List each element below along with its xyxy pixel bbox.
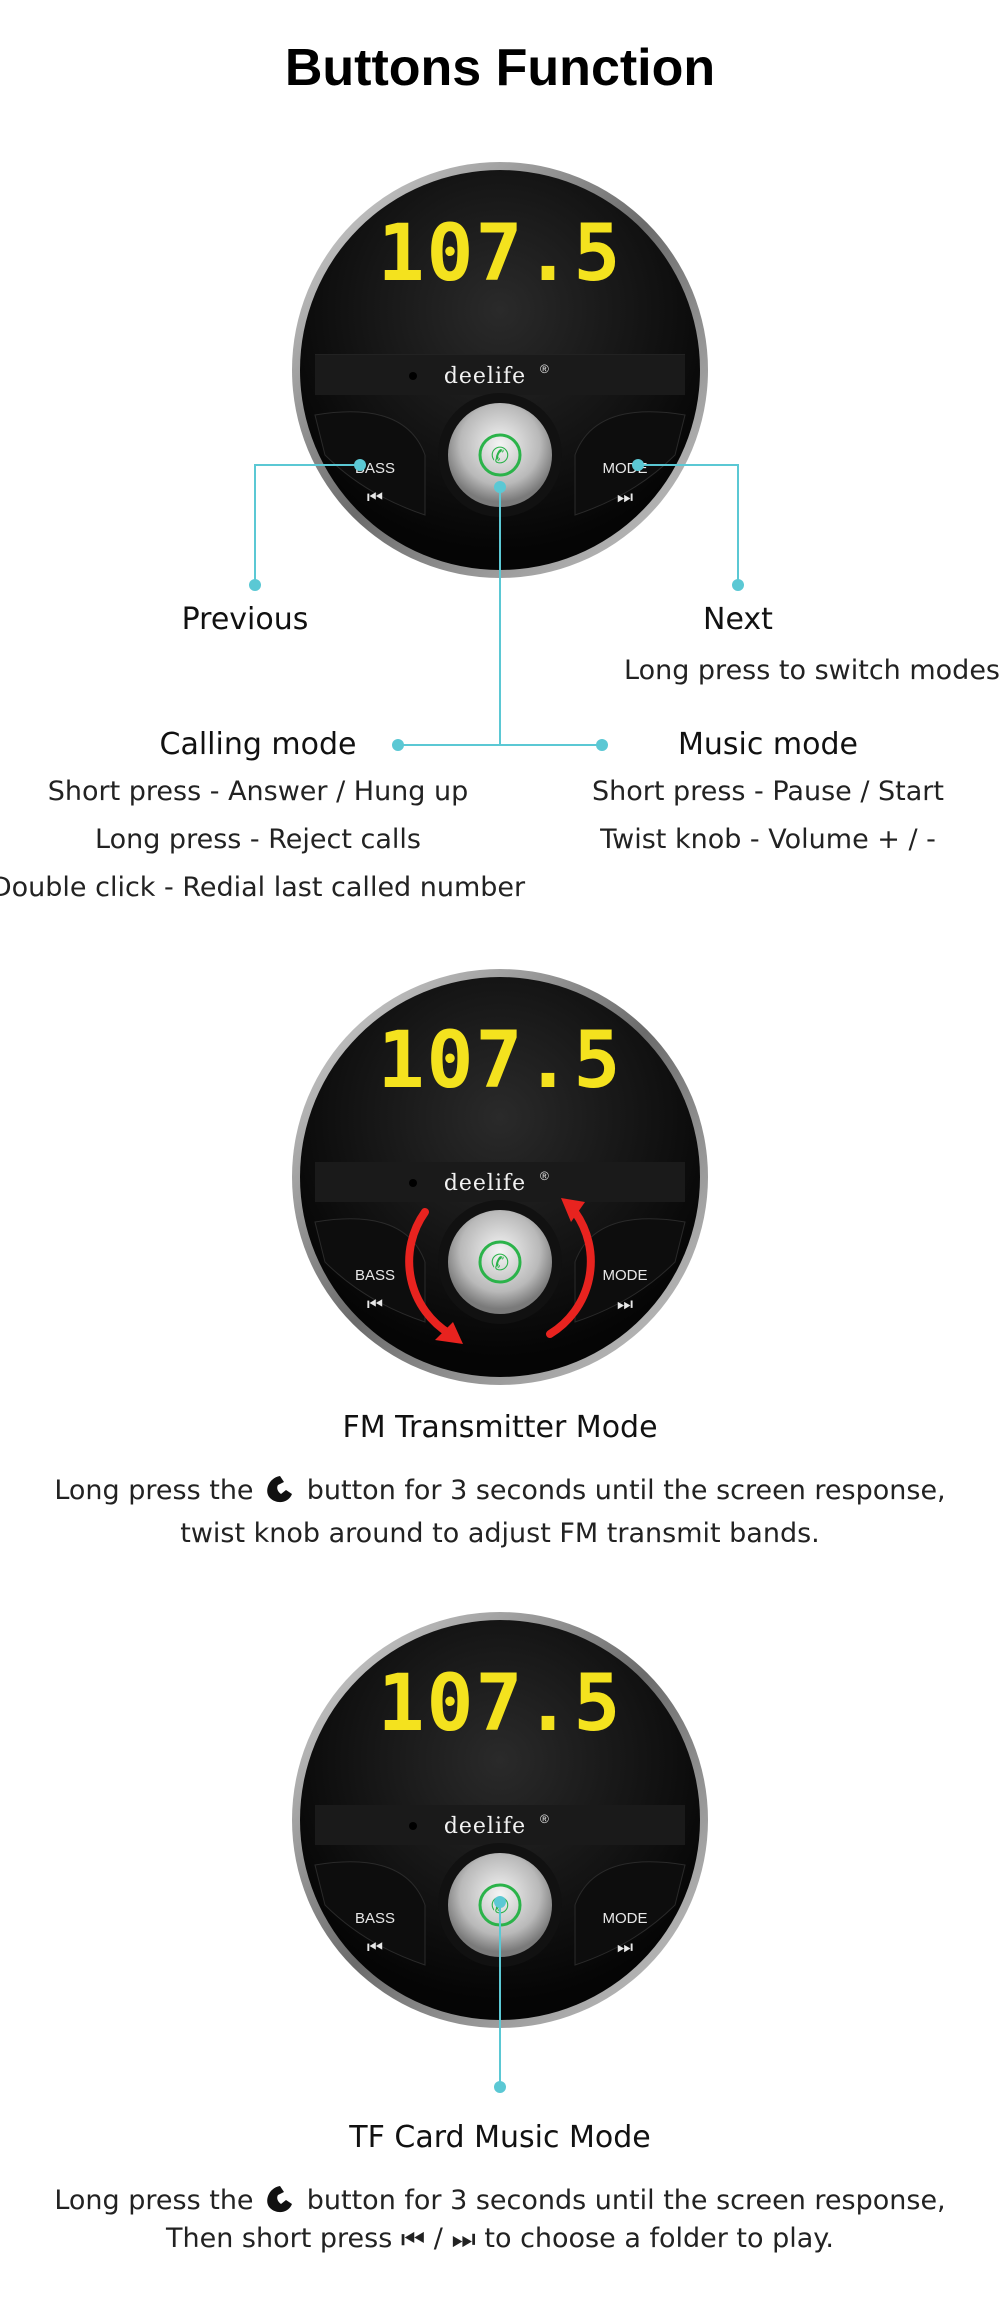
calling-line-3: Double click - Redial last called number — [0, 872, 526, 903]
previous-track-icon: ⏮ — [367, 1294, 383, 1314]
display-readout: 107.5 — [378, 1016, 623, 1106]
previous-label: Previous — [181, 602, 309, 637]
next-label: Next — [703, 602, 773, 637]
bass-button-label: BASS — [355, 1910, 395, 1927]
calling-line-2: Long press - Reject calls — [95, 824, 421, 855]
fm-mode-line-2: twist knob around to adjust FM transmit … — [180, 1518, 820, 1549]
bass-button-label: BASS — [355, 1267, 395, 1284]
connector-lines-1 — [249, 459, 744, 751]
svg-text:®: ® — [540, 1169, 549, 1183]
next-track-icon: ⏭ — [617, 1937, 633, 1957]
phone-icon: ✆ — [491, 1251, 509, 1276]
brand-logo: deelife — [444, 1814, 526, 1839]
display-readout: 107.5 — [378, 1659, 623, 1749]
phone-handset-icon — [262, 2182, 298, 2221]
music-mode-label: Music mode — [678, 727, 858, 762]
mode-button-label: MODE — [603, 1910, 648, 1927]
music-line-2: Twist knob - Volume + / - — [600, 824, 936, 855]
tf-mode-heading: TF Card Music Mode — [349, 2120, 651, 2155]
page-title: Buttons Function — [284, 39, 716, 97]
rotate-arrows-icon — [405, 1208, 595, 1338]
calling-mode-label: Calling mode — [159, 727, 357, 762]
svg-text:®: ® — [540, 1812, 549, 1826]
next-track-icon: ⏭ — [617, 487, 633, 507]
svg-text:®: ® — [540, 362, 549, 376]
brand-logo: deelife — [444, 1171, 526, 1196]
device-image-1: 107.5 deelife ® BASS MODE ⏮ ⏭ ✆ — [292, 162, 708, 578]
calling-line-1: Short press - Answer / Hung up — [47, 776, 469, 807]
music-line-1: Short press - Pause / Start — [592, 776, 944, 807]
brand-logo: deelife — [444, 364, 526, 389]
fm-mode-heading: FM Transmitter Mode — [342, 1410, 658, 1445]
device-image-2: 107.5 deelife ® BASS MODE ⏮ ⏭ ✆ — [292, 969, 708, 1385]
previous-track-icon: ⏮ — [367, 1937, 383, 1957]
display-readout: 107.5 — [378, 209, 623, 299]
tf-mode-line-2: Then short press ⏮ / ⏭ to choose a folde… — [165, 2223, 834, 2255]
next-description: Long press to switch modes — [624, 655, 1000, 686]
fm-mode-line-1: Long press the button for 3 seconds unti… — [0, 1472, 1000, 1511]
phone-icon: ✆ — [491, 444, 509, 469]
mode-button-label: MODE — [603, 1267, 648, 1284]
next-track-icon: ⏭ — [451, 2223, 476, 2255]
previous-track-icon: ⏮ — [367, 487, 383, 507]
tf-mode-line-1: Long press the button for 3 seconds unti… — [0, 2182, 1000, 2221]
previous-track-icon: ⏮ — [400, 2223, 426, 2255]
connector-lines-3 — [494, 1896, 506, 2093]
device-image-3: 107.5 deelife ® BASS MODE ⏮ ⏭ ✆ — [292, 1612, 708, 2028]
next-track-icon: ⏭ — [617, 1294, 633, 1314]
phone-handset-icon — [262, 1472, 298, 1511]
